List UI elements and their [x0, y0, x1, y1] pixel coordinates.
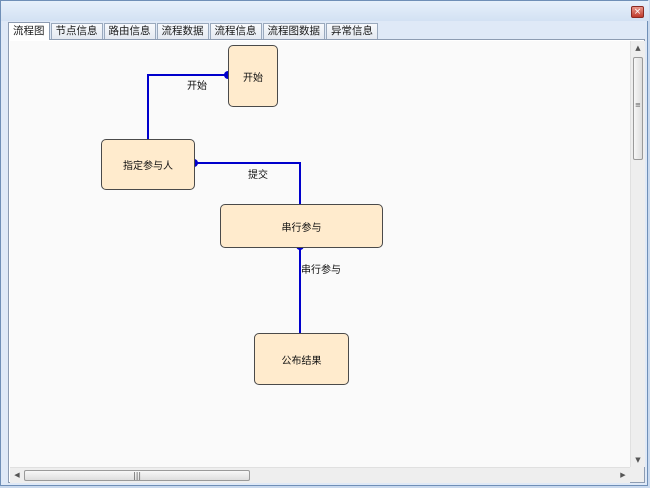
flowchart-panel: 开始 指定参与人 串行参与 公布结果 开始 提交 串行参与 ▲ ≡ ▼ ◀ ||…: [8, 39, 645, 483]
tab-flow-data[interactable]: 流程数据: [156, 23, 209, 39]
vertical-scroll-thumb[interactable]: ≡: [633, 57, 643, 160]
vertical-scrollbar[interactable]: ▲ ≡ ▼: [630, 41, 645, 467]
tab-strip: 流程图 节点信息 路由信息 流程数据 流程信息 流程图数据 异常信息: [8, 22, 379, 40]
tab-exception-info[interactable]: 异常信息: [326, 23, 378, 39]
scrollbar-corner: [630, 467, 644, 482]
tab-flowchart[interactable]: 流程图: [8, 22, 50, 40]
node-serial-participation[interactable]: 串行参与: [220, 204, 383, 248]
tab-node-info[interactable]: 节点信息: [50, 23, 103, 39]
horizontal-scroll-thumb[interactable]: |||: [24, 470, 250, 481]
edge-assign-to-start[interactable]: [147, 74, 228, 139]
title-bar: ×: [1, 1, 649, 21]
flowchart-canvas: 开始 指定参与人 串行参与 公布结果 开始 提交 串行参与: [10, 41, 630, 467]
tab-flow-info[interactable]: 流程信息: [209, 23, 262, 39]
close-button[interactable]: ×: [631, 6, 644, 18]
edge-assign-to-serial[interactable]: [194, 162, 301, 204]
grip-icon: |||: [133, 471, 142, 480]
tab-route-info[interactable]: 路由信息: [103, 23, 156, 39]
scroll-right-icon[interactable]: ▶: [620, 471, 626, 479]
node-assign-participants[interactable]: 指定参与人: [101, 139, 195, 190]
edge-label-serial: 串行参与: [301, 265, 341, 276]
scroll-down-icon[interactable]: ▼: [635, 456, 641, 464]
node-start[interactable]: 开始: [228, 45, 278, 107]
scroll-left-icon[interactable]: ◀: [14, 471, 20, 479]
grip-icon: ≡: [635, 101, 641, 109]
horizontal-scrollbar[interactable]: ◀ ||| ▶: [10, 467, 630, 483]
scroll-up-icon[interactable]: ▲: [635, 44, 641, 52]
edge-label-submit: 提交: [248, 170, 268, 181]
node-publish-result[interactable]: 公布结果: [254, 333, 349, 385]
tab-flowchart-data[interactable]: 流程图数据: [262, 23, 325, 39]
edge-label-start: 开始: [187, 81, 207, 92]
flow-edges: [147, 71, 304, 333]
